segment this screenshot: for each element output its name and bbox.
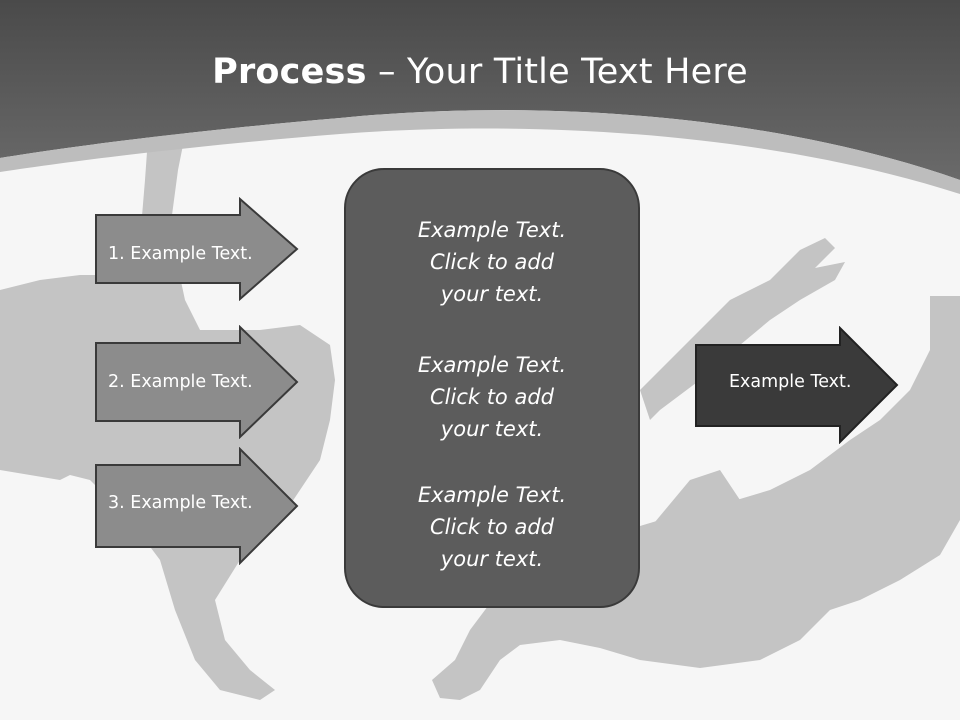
left-arrow-3[interactable] xyxy=(94,447,300,565)
left-arrow-2[interactable] xyxy=(94,325,300,439)
title-rest: – Your Title Text Here xyxy=(366,52,748,92)
center-block-1-line-2: Click to add xyxy=(429,250,554,274)
center-text-box[interactable]: Example Text. Click to add your text. Ex… xyxy=(344,168,640,608)
slide-title[interactable]: Process – Your Title Text Here xyxy=(0,52,960,92)
header-band xyxy=(0,0,960,180)
center-block-2-line-2: Click to add xyxy=(429,385,554,409)
header-swoosh xyxy=(0,110,960,194)
center-block-2-line-1: Example Text. xyxy=(417,353,567,377)
center-block-1-line-3: your text. xyxy=(440,282,544,306)
left-arrow-2-label: 2. Example Text. xyxy=(108,372,253,392)
right-arrow[interactable] xyxy=(694,326,900,444)
title-bold: Process xyxy=(212,52,367,92)
left-arrow-1-label: 1. Example Text. xyxy=(108,244,253,264)
center-block-2-line-3: your text. xyxy=(440,417,544,441)
center-block-3-line-1: Example Text. xyxy=(417,483,567,507)
center-block-1-line-1: Example Text. xyxy=(417,218,567,242)
center-text-block-3: Example Text. Click to add your text. xyxy=(346,479,638,575)
left-arrow-3-label: 3. Example Text. xyxy=(108,493,253,513)
left-arrow-1[interactable] xyxy=(94,197,300,301)
center-text-block-1: Example Text. Click to add your text. xyxy=(346,214,638,310)
center-text-block-2: Example Text. Click to add your text. xyxy=(346,349,638,445)
center-block-3-line-3: your text. xyxy=(440,547,544,571)
right-arrow-label: Example Text. xyxy=(729,372,852,392)
center-block-3-line-2: Click to add xyxy=(429,515,554,539)
